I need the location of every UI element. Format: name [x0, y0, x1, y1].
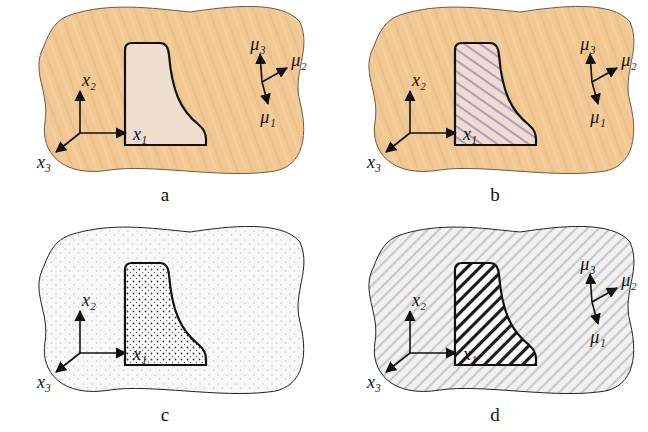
panel-d: [369, 226, 634, 393]
panel-letter: d: [490, 405, 500, 424]
axis-label: μ₃: [250, 35, 265, 53]
axis-label: μ₂: [621, 271, 636, 289]
axis-label: x₃: [367, 153, 381, 171]
axis-label: μ₁: [590, 108, 605, 126]
axis-label: x₂: [412, 291, 426, 309]
axis-label: μ₂: [621, 51, 636, 69]
axis-label: μ₃: [580, 255, 595, 273]
axis-label: μ₂: [291, 51, 306, 69]
axis-label: x₁: [463, 345, 477, 363]
axis-label: x₃: [367, 373, 381, 391]
axis-label: μ₁: [590, 328, 605, 346]
axis-label: x₁: [463, 125, 477, 143]
axis-label: μ₁: [260, 108, 275, 126]
panel-letter: a: [161, 185, 169, 204]
panel-b: [369, 6, 634, 173]
axis-label: x₂: [82, 71, 96, 89]
panel-letter: b: [490, 185, 500, 204]
axis-label: x₁: [133, 345, 147, 363]
panel-c: [39, 226, 304, 393]
panel-letter: c: [161, 405, 169, 424]
axis-label: x₁: [133, 125, 147, 143]
axis-label: μ₃: [580, 35, 595, 53]
axis-label: x₃: [37, 373, 51, 391]
panel-a: [39, 6, 304, 173]
axis-label: x₃: [37, 153, 51, 171]
axis-label: x₂: [82, 291, 96, 309]
axis-label: x₂: [412, 71, 426, 89]
